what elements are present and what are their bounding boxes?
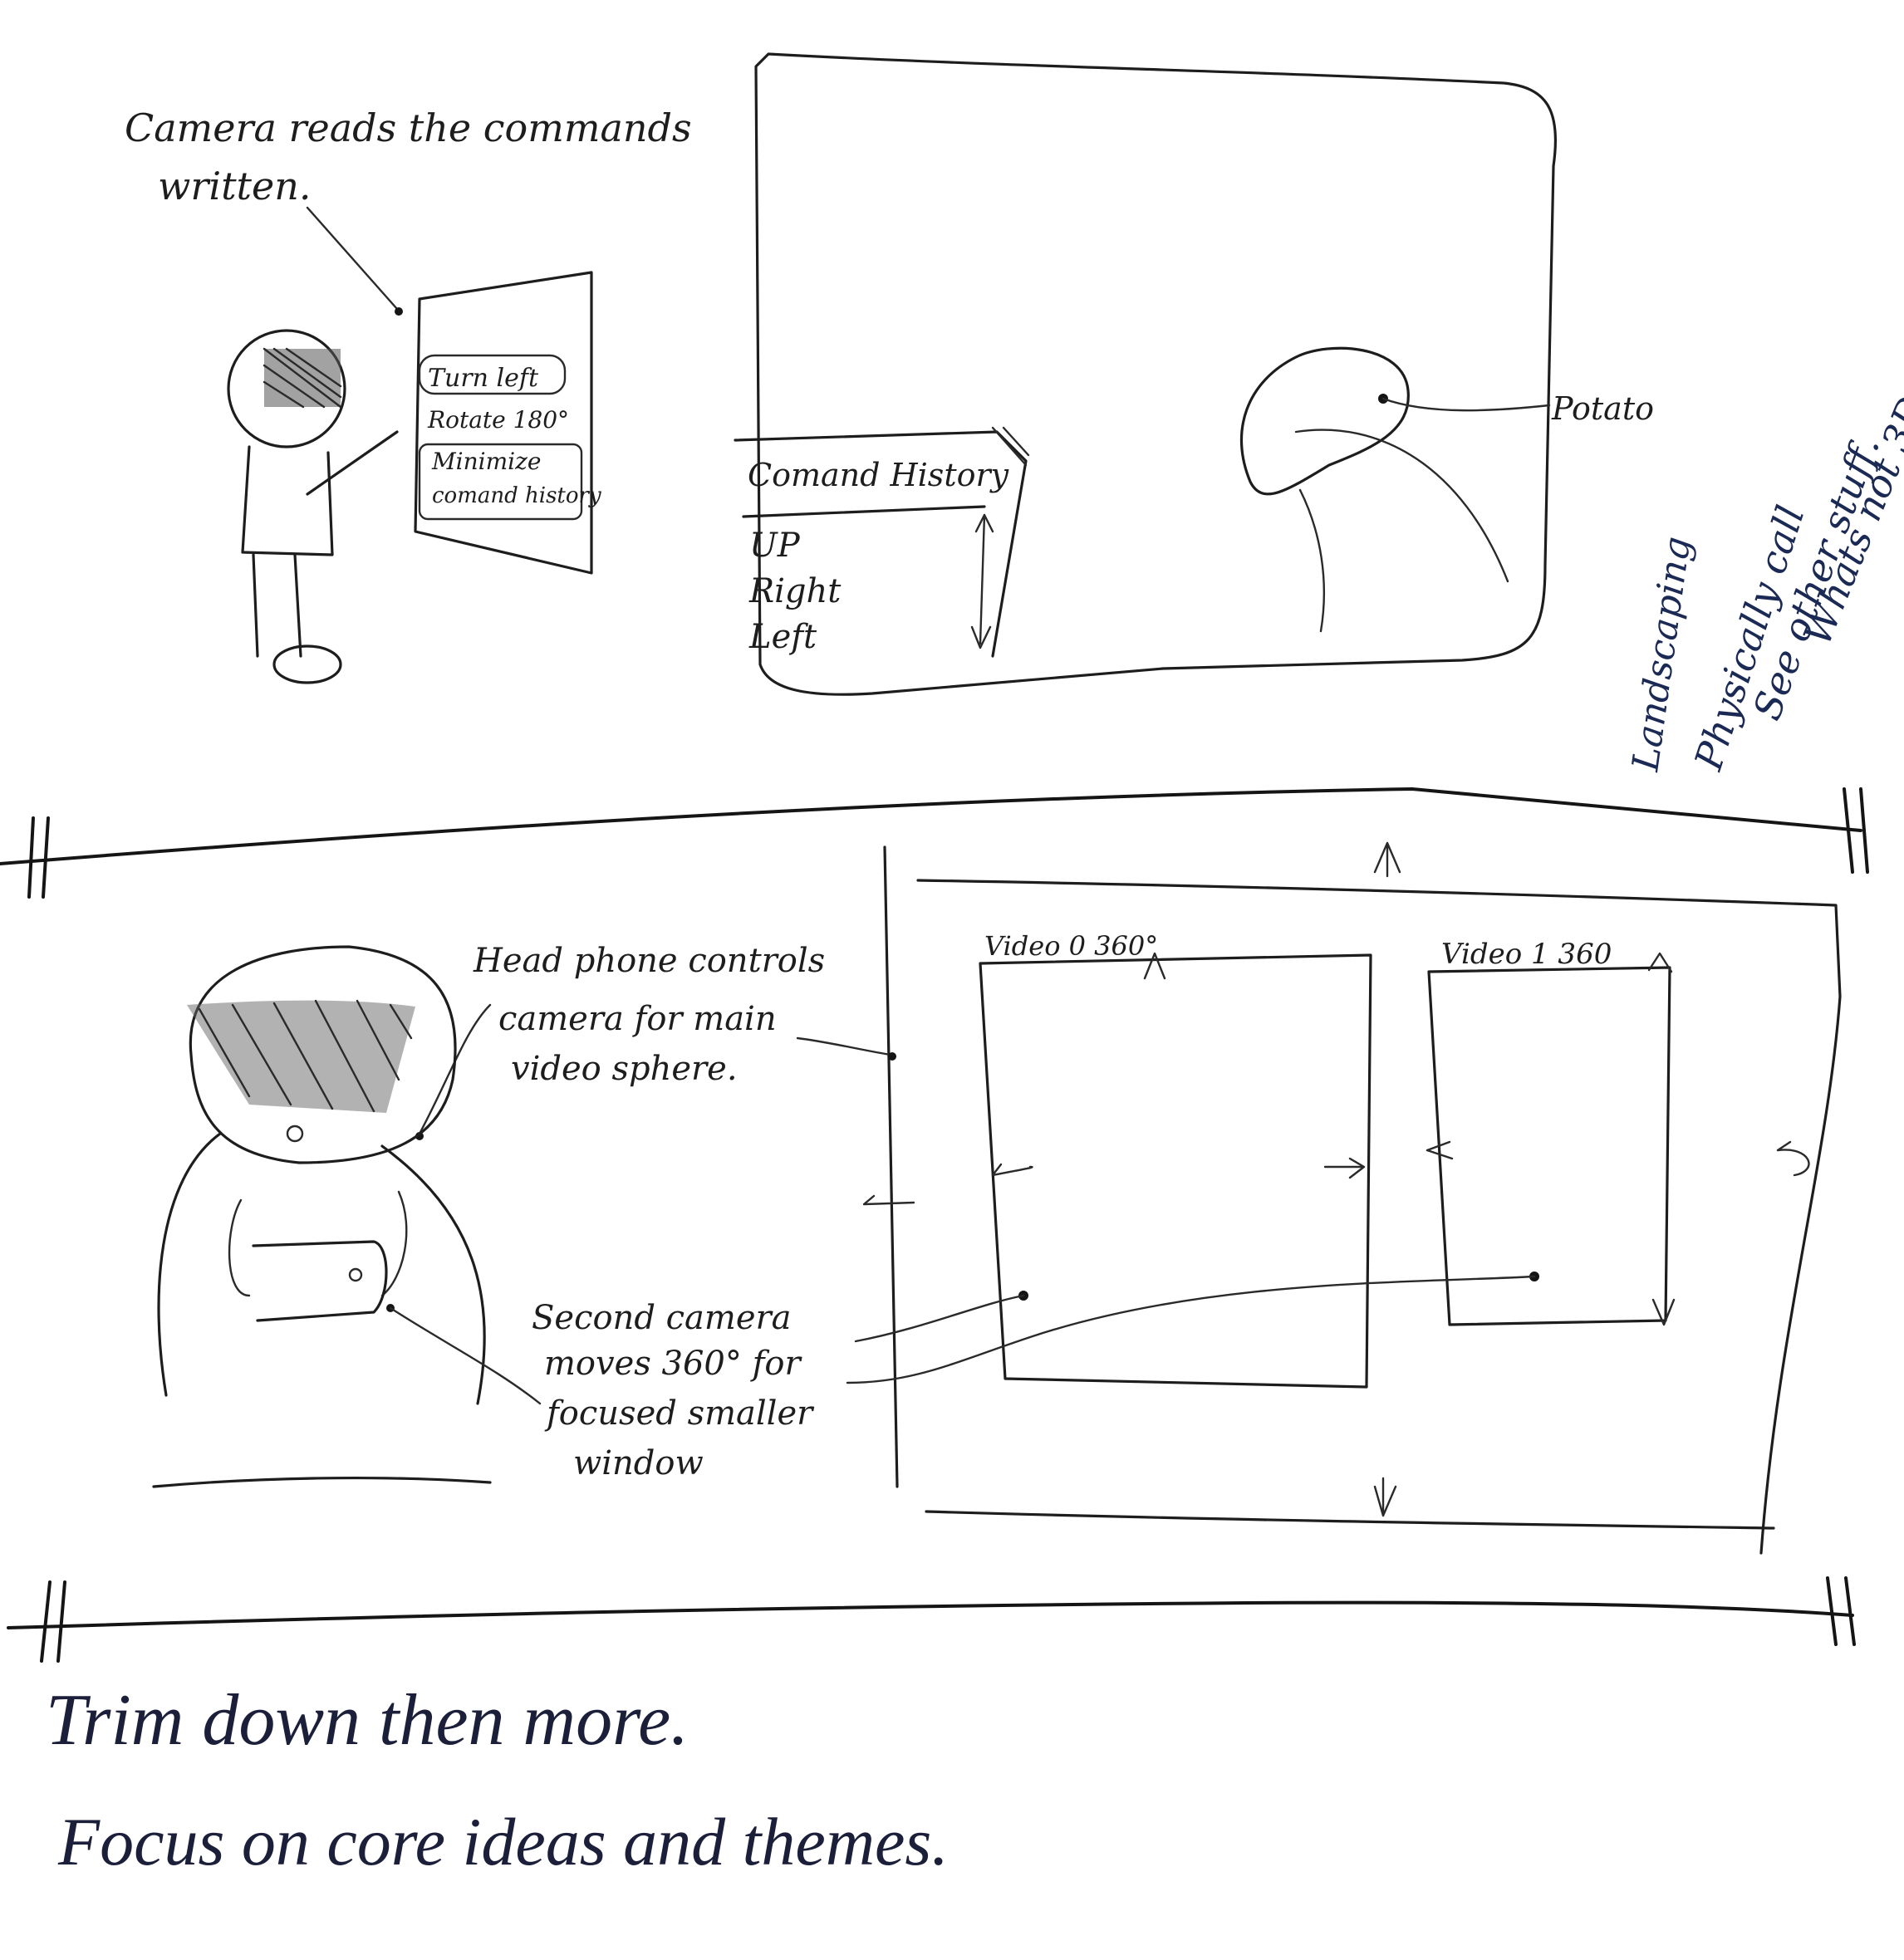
person-arm — [306, 430, 399, 496]
potato-base-line — [1298, 488, 1325, 633]
footer-line2: Focus on core ideas and themes. — [57, 1804, 949, 1879]
person-foot — [272, 644, 342, 684]
phone-pointer — [389, 1306, 542, 1405]
potato-label: Potato — [1551, 390, 1654, 427]
history-item-left: Left — [748, 618, 817, 656]
potato-object: Potato — [1239, 346, 1654, 633]
command-history-panel: Comand History UP Right Left — [734, 426, 1030, 658]
video-1-label: Video 1 360 — [1441, 938, 1612, 971]
panel-divider-2 — [7, 1600, 1854, 1629]
second-camera-note-line1: Second camera — [532, 1299, 791, 1337]
phone-button — [348, 1267, 363, 1282]
video-1-window: Video 1 360 — [846, 938, 1810, 1384]
card-item-history: comand history — [432, 483, 601, 508]
history-scrollbar — [970, 513, 994, 649]
card-item-box — [418, 354, 567, 395]
left-arrow — [862, 1194, 915, 1206]
divider-1-right-mark — [1843, 787, 1869, 874]
video-1-frame — [1427, 966, 1671, 1326]
video-0-label: Video 0 360° — [984, 930, 1158, 962]
headphone-button — [286, 1125, 304, 1143]
video-0-right-arrow — [1323, 1157, 1366, 1179]
potato-outline — [1239, 346, 1410, 496]
history-panel-frame — [734, 430, 1028, 658]
video-0-window: Video 0 360° — [854, 930, 1372, 1389]
divider-2-left-mark — [40, 1580, 66, 1663]
screen-left-edge — [883, 845, 899, 1488]
person-legs — [252, 553, 302, 658]
seated-arms — [228, 1190, 408, 1297]
panel-1: Camera reads the commands written. Turn … — [125, 52, 1654, 696]
video-1-pointer — [846, 1275, 1536, 1384]
command-card: Turn left Rotate 180° Minimize comand hi… — [414, 271, 601, 575]
headphone-note-line2: camera for main — [498, 1000, 777, 1038]
person-torso — [241, 445, 334, 556]
footer-line1: Trim down then more. — [46, 1680, 689, 1761]
handheld-phone — [252, 1240, 388, 1322]
divider-2-right-mark — [1826, 1576, 1856, 1646]
video-0-up-arrow — [1143, 952, 1166, 980]
seated-ground-line — [152, 1476, 492, 1488]
video-1-up-arrow — [1647, 952, 1673, 973]
video-1-right-arrow — [1776, 1140, 1810, 1177]
card-outline — [414, 271, 593, 575]
card-item-box — [418, 443, 583, 521]
history-item-right: Right — [748, 572, 842, 610]
divider-1-left-mark — [27, 816, 50, 899]
headphone-line-dot — [888, 1052, 896, 1061]
camera-note-line2: written. — [158, 164, 312, 208]
headphone-line — [796, 1036, 892, 1056]
card-item-minimize: Minimize — [431, 448, 541, 475]
down-arrow — [1373, 1477, 1397, 1517]
side-note: Whats not 3D instructions See other stuf… — [1624, 164, 1904, 776]
card-item-turn-left: Turn left — [428, 364, 539, 393]
video-1-left-arrow — [1426, 1140, 1454, 1160]
headphone-note-pointer — [418, 1003, 492, 1135]
potato-pointer — [1381, 397, 1551, 412]
visor-hatch — [263, 347, 342, 409]
seated-person-head — [189, 945, 457, 1164]
headphone-note-line3: video sphere. — [511, 1050, 738, 1088]
history-title: Comand History — [748, 457, 1009, 493]
video-1-down-arrow — [1651, 1298, 1676, 1326]
seated-vr-visor — [187, 1000, 415, 1113]
card-item-rotate: Rotate 180° — [427, 406, 569, 434]
history-item-up: UP — [749, 527, 801, 565]
history-divider — [742, 505, 986, 518]
camera-note-dot — [395, 307, 403, 316]
camera-note-pointer — [306, 206, 399, 311]
person-head — [227, 329, 346, 448]
panel-2: Head phone controls camera for main vide… — [152, 841, 1842, 1555]
seated-body-outline — [157, 1132, 486, 1405]
person-figure — [227, 329, 399, 684]
camera-note-line1: Camera reads the commands — [125, 105, 692, 150]
main-screen — [754, 52, 1558, 696]
history-corner-mark — [991, 426, 1030, 467]
seated-visor-hatch — [198, 999, 413, 1113]
second-camera-note-line4: window — [573, 1444, 704, 1482]
video-0-frame — [979, 953, 1372, 1389]
seated-person — [152, 945, 542, 1488]
screen-top-right-edge — [916, 879, 1842, 1555]
video-0-pointer — [854, 1294, 1025, 1343]
second-camera-note-line2: moves 360° for — [544, 1345, 802, 1383]
up-arrow — [1373, 841, 1401, 878]
potato-shadow-line — [1294, 429, 1509, 583]
side-note-line4: Landscaping — [1624, 534, 1699, 774]
screen-bottom-edge — [925, 1510, 1775, 1530]
video-0-left-arrow — [991, 1163, 1033, 1177]
second-camera-note-line3: focused smaller — [544, 1394, 815, 1433]
headphone-note-line1: Head phone controls — [473, 942, 825, 980]
panel-divider-1 — [0, 787, 1862, 865]
